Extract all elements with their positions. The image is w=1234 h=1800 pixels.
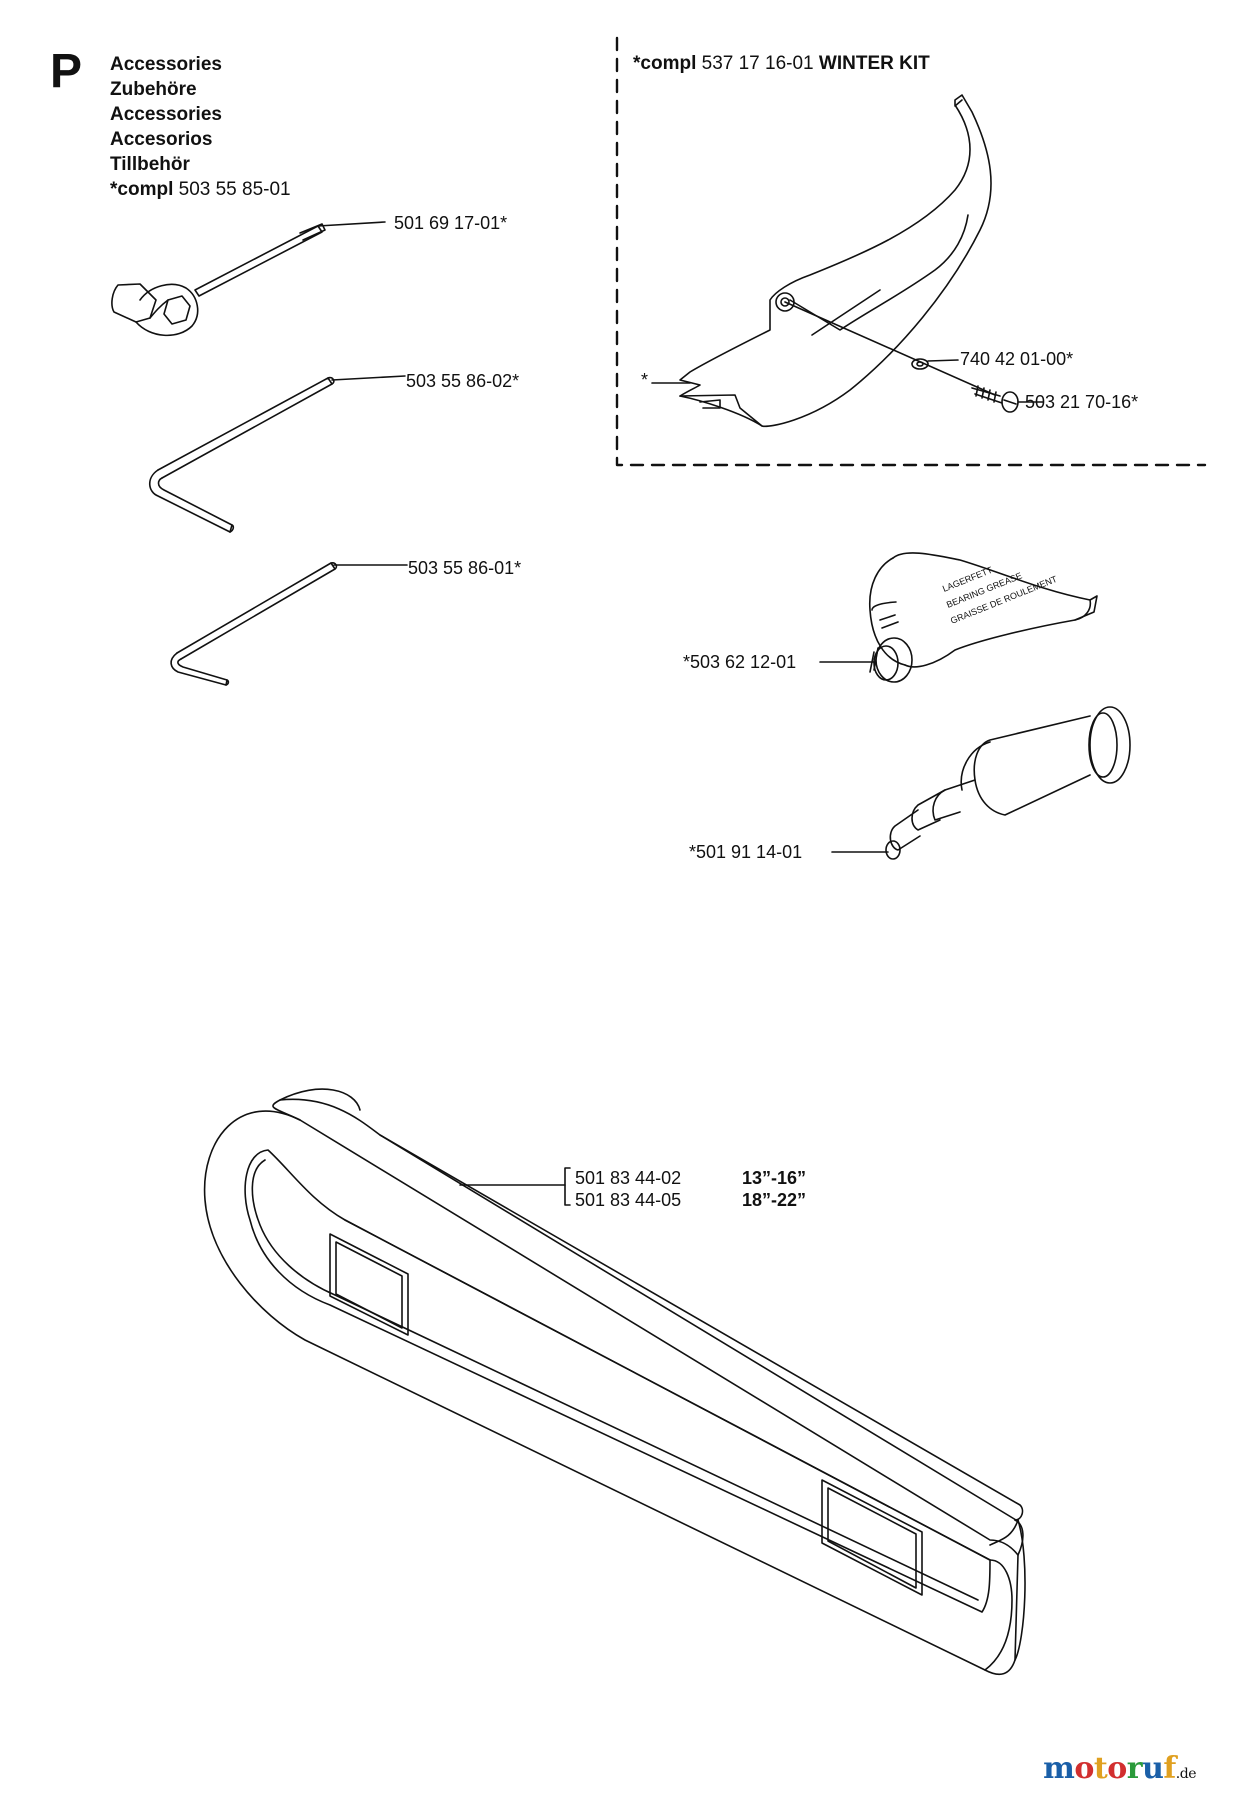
bar-cover-number-1[interactable]: 501 83 44-02 (575, 1168, 682, 1188)
hex-key-large-drawing (148, 375, 406, 533)
winter-kit-number: 537 17 16-01 (701, 53, 814, 74)
section-titles: Accessories Zubehöre Accessories Accesor… (110, 52, 291, 202)
grease-gun-drawing (831, 706, 1131, 860)
compl-number: 503 55 85-01 (178, 179, 291, 200)
title-line: Zubehöre (110, 79, 197, 100)
motoruf-logo: motoruf.de (1043, 1751, 1196, 1786)
logo-letter: u (1142, 1751, 1164, 1786)
title-line: Accessories (110, 104, 222, 125)
winter-kit-name: WINTER KIT (818, 53, 930, 74)
cover-leader (784, 301, 996, 396)
washer-drawing (911, 358, 959, 370)
title-line: Tillbehör (110, 154, 190, 175)
part-label-screw[interactable]: 503 21 70-16* (1025, 392, 1139, 412)
logo-letter: o (1107, 1751, 1127, 1786)
winter-kit-title: *compl 537 17 16-01 WINTER KIT (633, 53, 930, 75)
title-line: Accesorios (110, 129, 213, 150)
hex-key-small-drawing (170, 562, 408, 686)
logo-letter: m (1043, 1751, 1075, 1786)
part-label-washer[interactable]: 740 42 01-00* (960, 349, 1074, 369)
wrench-drawing (111, 221, 386, 337)
part-label-hex-key-small[interactable]: 503 55 86-01* (408, 558, 522, 578)
winter-kit-frame (615, 36, 1207, 467)
screw-drawing (971, 385, 1044, 413)
bar-cover-number-2[interactable]: 501 83 44-05 (575, 1190, 682, 1210)
part-label-cover-marker: * (641, 370, 649, 390)
logo-suffix: .de (1175, 1766, 1197, 1782)
title-line: Accessories (110, 54, 222, 75)
part-label-wrench[interactable]: 501 69 17-01* (394, 213, 508, 233)
compl-main-line: *compl 503 55 85-01 (110, 177, 291, 202)
winter-cover-drawing (651, 94, 992, 428)
bar-cover-size-2: 18”-22” (742, 1190, 807, 1210)
bar-cover-size-1: 13”-16” (742, 1168, 807, 1188)
grease-tube-drawing (819, 552, 1098, 683)
logo-letter: r (1126, 1751, 1143, 1786)
part-label-hex-key-large[interactable]: 503 55 86-02* (406, 371, 520, 391)
logo-text: motoruf (1043, 1751, 1176, 1786)
logo-letter: o (1074, 1751, 1094, 1786)
logo-letter: t (1093, 1751, 1108, 1786)
bar-cover-drawing (203, 1088, 1026, 1676)
section-letter: P (50, 45, 83, 98)
logo-letter: f (1163, 1751, 1176, 1786)
part-label-grease[interactable]: *503 62 12-01 (683, 652, 797, 672)
part-label-grease-gun[interactable]: *501 91 14-01 (689, 842, 803, 862)
winter-kit-prefix: *compl (633, 53, 697, 74)
compl-prefix: *compl (110, 179, 174, 200)
